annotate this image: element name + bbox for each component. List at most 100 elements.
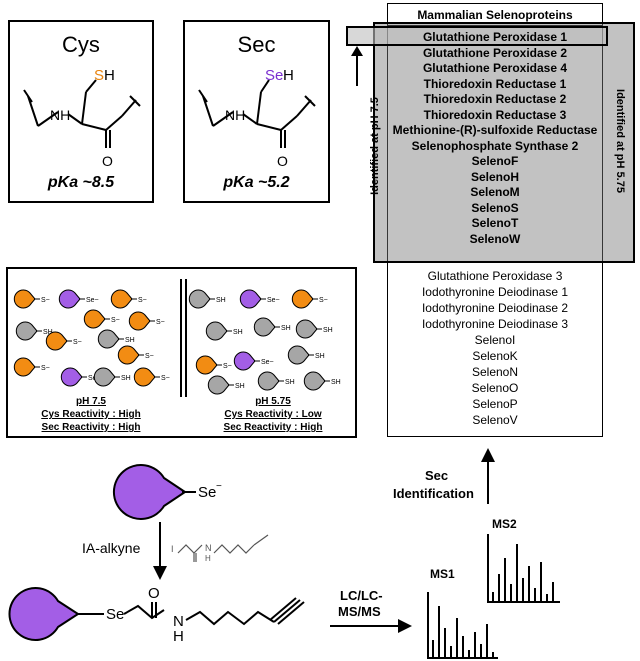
- identified-selenoprotein: SelenoW: [469, 231, 521, 246]
- sec-panel: Sec Se H NH O pKa ~5.2: [183, 20, 330, 203]
- cys-inactive-pacman: SH: [15, 321, 53, 341]
- lcms-line1: LC/LC-: [340, 588, 383, 603]
- sec-id-line2: Identification: [393, 486, 474, 501]
- identified-selenoprotein: Glutathione Peroxidase 4: [422, 61, 568, 75]
- header-divider: [388, 25, 602, 26]
- unidentified-selenoprotein: Iodothyronine Deiodinase 2: [421, 301, 569, 315]
- svg-text:SH: SH: [43, 329, 53, 336]
- svg-text:S−: S−: [138, 297, 147, 304]
- cys-inactive-pacman: SH: [93, 367, 131, 387]
- svg-text:Se−: Se−: [86, 297, 99, 304]
- svg-text:SH: SH: [121, 375, 131, 382]
- lcms-line2: MS/MS: [338, 604, 381, 619]
- cys-inactive-pacman: SH: [257, 371, 295, 391]
- identified-selenoprotein: SelenoT: [471, 216, 519, 230]
- panel-divider: [180, 279, 182, 397]
- svg-text:S−: S−: [319, 297, 328, 304]
- identified-selenoprotein: Methionine-(R)-sulfoxide Reductase: [392, 123, 598, 137]
- sec-title: Sec: [237, 32, 276, 57]
- reagent-h: H: [205, 554, 211, 563]
- identified-selenoprotein: Thioredoxin Reductase 3: [423, 107, 567, 122]
- reagent-n: N: [205, 543, 212, 553]
- unidentified-selenoprotein: Iodothyronine Deiodinase 3: [421, 317, 569, 331]
- svg-text:SH: SH: [285, 379, 295, 386]
- cys-nh-label: NH: [50, 107, 70, 123]
- ph75-label: Identified at pH 7.5: [369, 97, 381, 195]
- cys-inactive-pacman: SH: [205, 321, 243, 341]
- svg-text:S−: S−: [223, 363, 232, 370]
- svg-text:Se−: Se−: [267, 297, 280, 304]
- cys-inactive-pacman: SH: [303, 371, 341, 391]
- cys-inactive-pacman: SH: [253, 317, 291, 337]
- svg-text:SH: SH: [235, 383, 245, 390]
- cys-active-pacman: S−: [133, 367, 170, 387]
- panel-divider-2: [185, 279, 187, 397]
- right-ph: pH 5.75: [255, 396, 291, 407]
- sec-nh-label: NH: [225, 107, 245, 123]
- identified-selenoprotein: SelenoF: [471, 154, 519, 168]
- cys-active-pacman: S−: [128, 311, 165, 331]
- sec-se-minus: Se: [198, 484, 216, 501]
- sec-pka: pKa ~5.2: [223, 174, 290, 191]
- identified-selenoprotein: Thioredoxin Reductase 2: [423, 92, 567, 106]
- ms1-label: MS1: [430, 567, 455, 581]
- cys-inactive-pacman: SH: [295, 319, 333, 339]
- sec-structure: Se H NH O: [198, 67, 316, 169]
- svg-text:S−: S−: [73, 339, 82, 346]
- sec-id-line1: Sec: [425, 468, 448, 483]
- ph575-shaded-region: [373, 22, 635, 263]
- cys-pka: pKa ~8.5: [47, 174, 115, 191]
- unidentified-selenoprotein: SelenoP: [472, 397, 518, 411]
- svg-text:S−: S−: [111, 317, 120, 324]
- svg-text:SH: SH: [315, 353, 325, 360]
- cys-title: Cys: [62, 32, 100, 57]
- ia-alkyne-label: IA-alkyne: [82, 540, 141, 556]
- sec-pacman: Se−: [58, 289, 99, 309]
- sec-h-atom: H: [283, 67, 294, 84]
- identified-selenoprotein: SelenoS: [471, 200, 519, 215]
- ia-alkyne-structure: [177, 534, 269, 562]
- sec-se-atom: Se: [265, 67, 283, 84]
- ms1-spectrum: [427, 592, 498, 659]
- unidentified-selenoprotein: SelenoV: [472, 413, 518, 427]
- reactivity-panel: S−Se−S−SHS−S−S−S−S−Se−SHS−SHSHSe−S−SHSHS…: [6, 267, 357, 438]
- cys-active-pacman: S−: [195, 355, 232, 375]
- product-pacman: [8, 587, 80, 641]
- cys-active-pacman: S−: [45, 331, 82, 351]
- unidentified-selenoprotein: SelenoK: [472, 349, 518, 363]
- table-header: Mammalian Selenoproteins: [417, 8, 573, 22]
- product-h: H: [173, 628, 184, 645]
- svg-text:SH: SH: [281, 325, 291, 332]
- ph75-arrow: [351, 46, 363, 86]
- minus-sign: −: [216, 481, 222, 492]
- right-sec-reactivity: Sec Reactivity : High: [223, 422, 323, 433]
- cys-active-pacman: S−: [110, 289, 147, 309]
- cys-active-pacman: S−: [117, 345, 154, 365]
- cys-h-atom: H: [104, 67, 115, 84]
- product-o: O: [148, 585, 160, 602]
- svg-text:SH: SH: [331, 379, 341, 386]
- reagent-i: I: [171, 544, 174, 554]
- right-caption: pH 5.75 Cys Reactivity : Low Sec Reactiv…: [198, 395, 348, 434]
- cys-s-atom: S: [94, 67, 104, 84]
- sec-protein-pacman: [112, 464, 187, 520]
- unidentified-selenoprotein: Glutathione Peroxidase 3: [427, 269, 563, 283]
- identified-selenoprotein: Thioredoxin Reductase 1: [423, 76, 567, 91]
- right-cys-reactivity: Cys Reactivity : Low: [224, 409, 322, 420]
- identified-selenoprotein: SelenoH: [470, 169, 519, 184]
- cys-inactive-pacman: SH: [97, 329, 135, 349]
- cys-panel: Cys S H NH O pKa ~8.5: [8, 20, 154, 203]
- cys-o-label: O: [102, 153, 113, 169]
- ms2-label: MS2: [492, 517, 517, 531]
- cys-active-pacman: S−: [291, 289, 328, 309]
- ms2-spectrum: [487, 534, 560, 603]
- product-n: N: [173, 613, 184, 630]
- left-caption: pH 7.5 Cys Reactivity : High Sec Reactiv…: [16, 395, 166, 434]
- cys-structure: S H NH O: [23, 67, 141, 169]
- ph75-highlight-box: [346, 26, 608, 46]
- identified-selenoprotein: Selenophosphate Synthase 2: [411, 138, 579, 153]
- cys-active-pacman: S−: [13, 357, 50, 377]
- svg-text:SH: SH: [323, 327, 333, 334]
- svg-text:Se−: Se−: [261, 359, 274, 366]
